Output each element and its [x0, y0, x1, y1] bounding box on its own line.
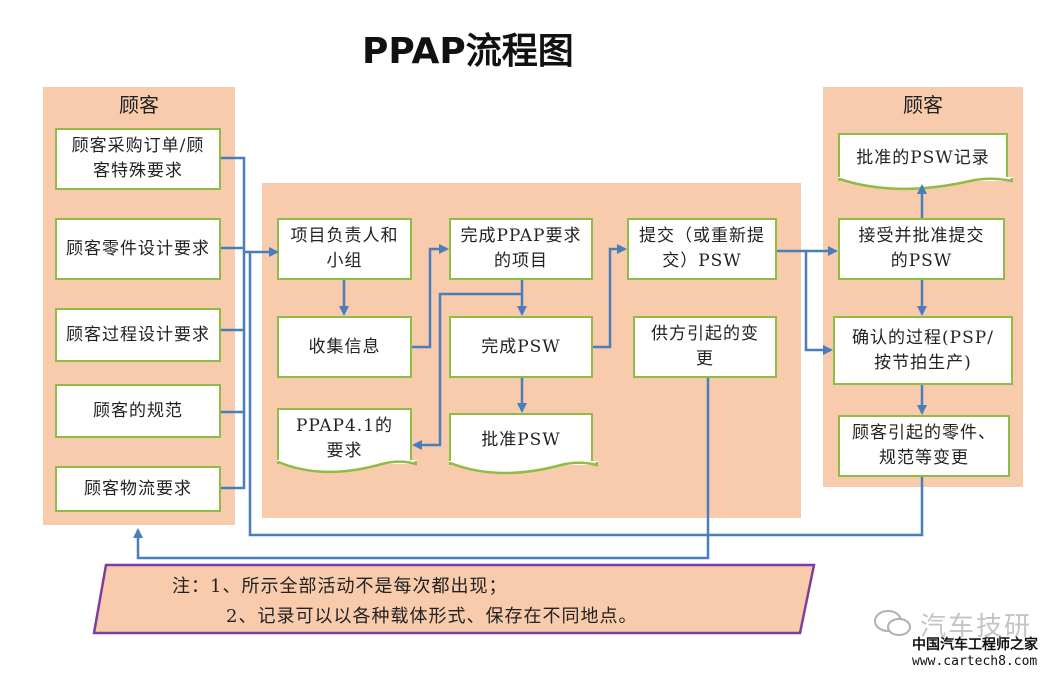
document-wave-icon	[276, 460, 417, 474]
note-line-2: 2、记录可以以各种载体形式、保存在不同地点。	[226, 606, 638, 627]
ppap-requirements-doc[interactable]: PPAP4.1的要求	[276, 408, 417, 474]
customer-spec-box[interactable]: 顾客的规范	[55, 384, 221, 438]
right-panel-title: 顾客	[903, 93, 943, 117]
page-title: PPAP流程图	[362, 31, 574, 72]
note-line-1: 注：1、所示全部活动不是每次都出现；	[172, 576, 508, 597]
customer-logistics-label: 顾客物流要求	[84, 478, 192, 499]
project-team-label: 项目负责人和小组	[290, 226, 399, 271]
customer-change-box[interactable]: 顾客引起的零件、规范等变更	[838, 415, 1010, 477]
submit-psw-label: 提交（或重新提交）PSW	[639, 226, 765, 271]
accept-approve-label: 接受并批准提交的PSW	[858, 226, 985, 271]
approved-psw-record-doc[interactable]: 批准的PSW记录	[837, 133, 1013, 191]
watermark-url: www.cartech8.com	[912, 654, 1038, 669]
customer-part-design-box[interactable]: 顾客零件设计要求	[55, 218, 221, 280]
ppap-requirements-label: PPAP4.1的要求	[295, 416, 394, 461]
wechat-icon	[873, 608, 913, 640]
note-box	[92, 563, 816, 635]
project-team-box[interactable]: 项目负责人和小组	[277, 218, 412, 280]
supplier-change-box[interactable]: 供方引起的变更	[633, 316, 777, 378]
accept-approve-box[interactable]: 接受并批准提交的PSW	[838, 218, 1005, 280]
customer-spec-label: 顾客的规范	[93, 400, 183, 421]
customer-process-design-box[interactable]: 顾客过程设计要求	[55, 308, 221, 362]
document-wave-icon	[448, 461, 598, 475]
complete-psw-box[interactable]: 完成PSW	[449, 316, 593, 378]
confirm-process-label: 确认的过程(PSP/按节拍生产)	[852, 327, 994, 373]
submit-psw-box[interactable]: 提交（或重新提交）PSW	[627, 218, 777, 280]
document-wave-icon	[837, 177, 1013, 191]
approve-psw-doc[interactable]: 批准PSW	[448, 413, 598, 475]
customer-part-design-label: 顾客零件设计要求	[66, 238, 210, 259]
approve-psw-label: 批准PSW	[481, 429, 561, 450]
supplier-change-label: 供方引起的变更	[651, 324, 759, 369]
confirm-process-box[interactable]: 确认的过程(PSP/按节拍生产)	[833, 316, 1013, 385]
customer-logistics-box[interactable]: 顾客物流要求	[55, 466, 221, 512]
collect-info-box[interactable]: 收集信息	[277, 316, 412, 378]
customer-order-label: 顾客采购订单/顾客特殊要求	[71, 136, 205, 181]
customer-process-design-label: 顾客过程设计要求	[66, 324, 210, 345]
left-panel-title: 顾客	[119, 93, 159, 117]
approved-psw-record-label: 批准的PSW记录	[856, 147, 990, 168]
customer-order-box[interactable]: 顾客采购订单/顾客特殊要求	[55, 128, 221, 190]
watermark-site-name: 中国汽车工程师之家	[912, 637, 1038, 653]
complete-psw-label: 完成PSW	[481, 336, 561, 357]
collect-info-label: 收集信息	[308, 336, 381, 357]
complete-ppap-items-label: 完成PPAP要求的项目	[460, 226, 582, 271]
customer-change-label: 顾客引起的零件、规范等变更	[852, 423, 996, 468]
complete-ppap-items-box[interactable]: 完成PPAP要求的项目	[449, 218, 593, 280]
watermark-brand: 汽车技研	[920, 612, 1033, 642]
